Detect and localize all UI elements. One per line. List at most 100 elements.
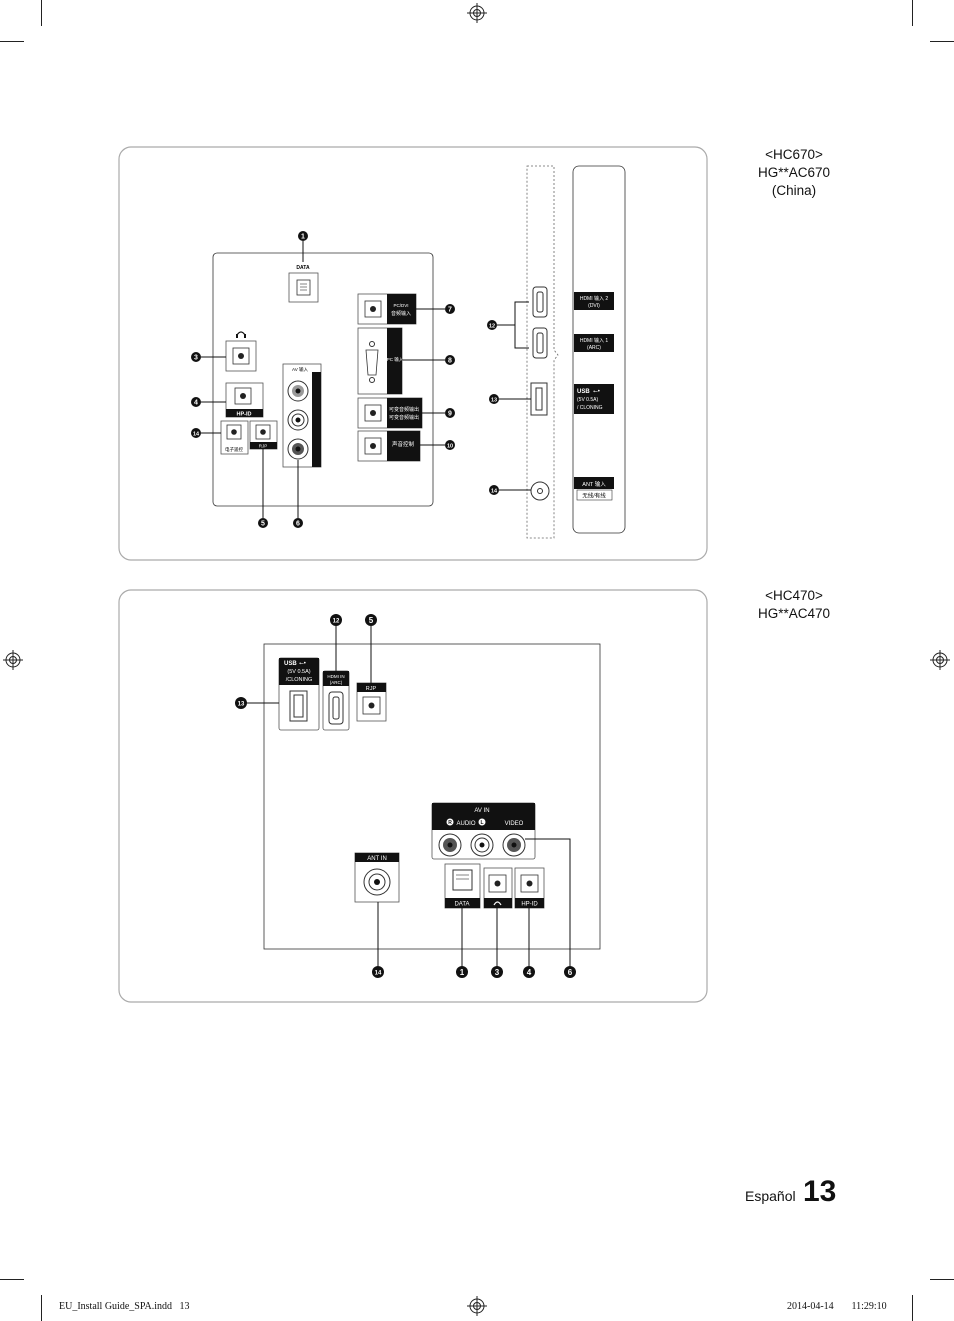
hp-id-port-bottom: HP-ID [514,867,545,909]
sound-control-port: 声音控制 [357,430,421,462]
audio-right-icon: R [448,820,452,826]
callout-number: 12 [489,324,495,330]
footer-file: EU_Install Guide_SPA.indd 13 [59,1301,190,1312]
usb-cloning: /CLONING [286,677,313,683]
ant-in-port-bottom: ANT IN [354,852,400,903]
callout-lines-bottom [247,626,571,966]
callout-number: 13 [238,702,245,708]
usb-icon: ⭠• [593,389,600,395]
callout-number: 3 [194,355,198,362]
callout-number: 10 [447,444,453,450]
model-line: HG**AC470 [757,606,831,621]
panel-frame [118,146,708,561]
panel-frame-bottom [118,589,708,1003]
hdmi-2-text: HDMI 输入 2 [580,295,609,302]
page-language: Español [745,1188,796,1204]
callout-badges: 1 3 4 14 5 6 7 8 9 10 12 13 14 [191,231,499,528]
model-line: HG**AC670 [757,165,831,180]
data-port: DATA [288,265,319,303]
footer-date: 2014-04-14   11:29:10 [787,1301,887,1312]
data-label: DATA [296,265,310,271]
usb-port-bottom: USB ⭠• (5V 0.5A) /CLONING [278,657,320,731]
crop-mark [41,1295,42,1321]
audio-text: AUDIO [456,821,475,827]
hp-id-port: HP-ID [225,382,264,418]
av-in-port-bottom: AV IN R AUDIO L VIDEO [431,802,536,860]
rjp-text: RJP [366,686,377,692]
model-label-top: <HC670> HG**AC670 (China) [744,146,844,200]
rjp-port-bottom: RJP [356,682,387,722]
usb-power: (5V 0.5A) [577,397,598,403]
audio-in-label: 音频输入 [391,310,411,317]
remote-port: 电子遥控 [220,420,249,455]
callout-number: 12 [333,619,340,625]
callout-number: 14 [193,432,200,438]
headphone-icon [493,901,502,906]
model-label-bottom: <HC470> HG**AC470 [744,587,844,623]
hdmi-text: HDMI IN [327,674,344,679]
callout-number: 6 [296,521,300,528]
hdmi-1-text: HDMI 输入 1 [580,337,609,344]
video-text: VIDEO [505,821,524,827]
callout-lines [201,241,531,518]
callout-number: 5 [369,616,374,625]
ant-in-text: ANT IN [367,856,387,862]
callout-number: 4 [527,968,532,977]
crop-mark [930,41,954,42]
usb-icon: ⭠• [299,661,306,667]
model-line: <HC470> [765,588,823,603]
crop-mark [0,41,24,42]
hdmi-1-label: HDMI 输入 1 (ARC) [574,334,614,352]
usb-text: USB [284,661,297,667]
av-in-label: AV 输入 [292,366,308,373]
usb-power: (5V 0.5A) [287,669,310,675]
hdmi-2-label: HDMI 输入 2 (DVI) [574,292,614,310]
hdmi-2-sub: (DVI) [588,303,600,309]
av-in-text: AV IN [474,808,489,814]
registration-mark-left [3,650,23,670]
side-label-outline [572,165,626,534]
pc-in-label: PC 输入 [387,356,404,363]
callout-number: 7 [448,307,452,314]
usb-label: USB ⭠• (5V 0.5A) / CLONING [574,384,614,414]
callout-number: 13 [491,398,497,404]
ant-text: ANT 输入 [582,480,606,488]
rear-panel-outline [212,252,434,507]
side-hdmi-2-port [532,286,548,318]
usb-text: USB [577,389,590,395]
hp-id-text: HP-ID [521,902,538,908]
headphone-port-bottom [483,867,513,909]
model-line: <HC670> [765,147,823,162]
callout-number: 3 [495,968,500,977]
callout-number: 6 [568,968,573,977]
crop-mark [0,1279,24,1280]
ant-sub: 无线/有线 [582,492,606,500]
audio-left-icon: L [480,820,483,826]
var-out-label: 可变音频输出 [389,406,419,413]
registration-mark-top [467,3,487,23]
callout-number: 9 [448,411,452,418]
registration-mark-bottom [467,1296,487,1316]
crop-mark [912,0,913,26]
sound-control-label: 声音控制 [392,440,415,448]
pc-dvi-label: PC/DVI [393,303,408,308]
registration-mark-right [930,650,950,670]
hdmi-port-bottom: HDMI IN (ARC) [322,670,350,731]
pc-audio-in-port: PC/DVI 音频输入 [357,293,417,325]
callout-number: 14 [491,489,498,495]
data-text: DATA [454,902,469,908]
hdmi-1-sub: (ARC) [587,345,601,351]
side-hdmi-1-port [532,327,548,359]
rear-panel-outline-bottom [263,643,601,950]
headphone-port [225,331,257,372]
side-usb-port [530,382,548,416]
page-number: 13 [803,1175,837,1208]
crop-mark [930,1279,954,1280]
callout-number: 4 [194,400,198,407]
callout-number: 14 [375,971,382,977]
usb-cloning: / CLONING [577,405,603,411]
rjp-label: RJP [259,444,268,449]
callout-number: 1 [301,234,305,241]
